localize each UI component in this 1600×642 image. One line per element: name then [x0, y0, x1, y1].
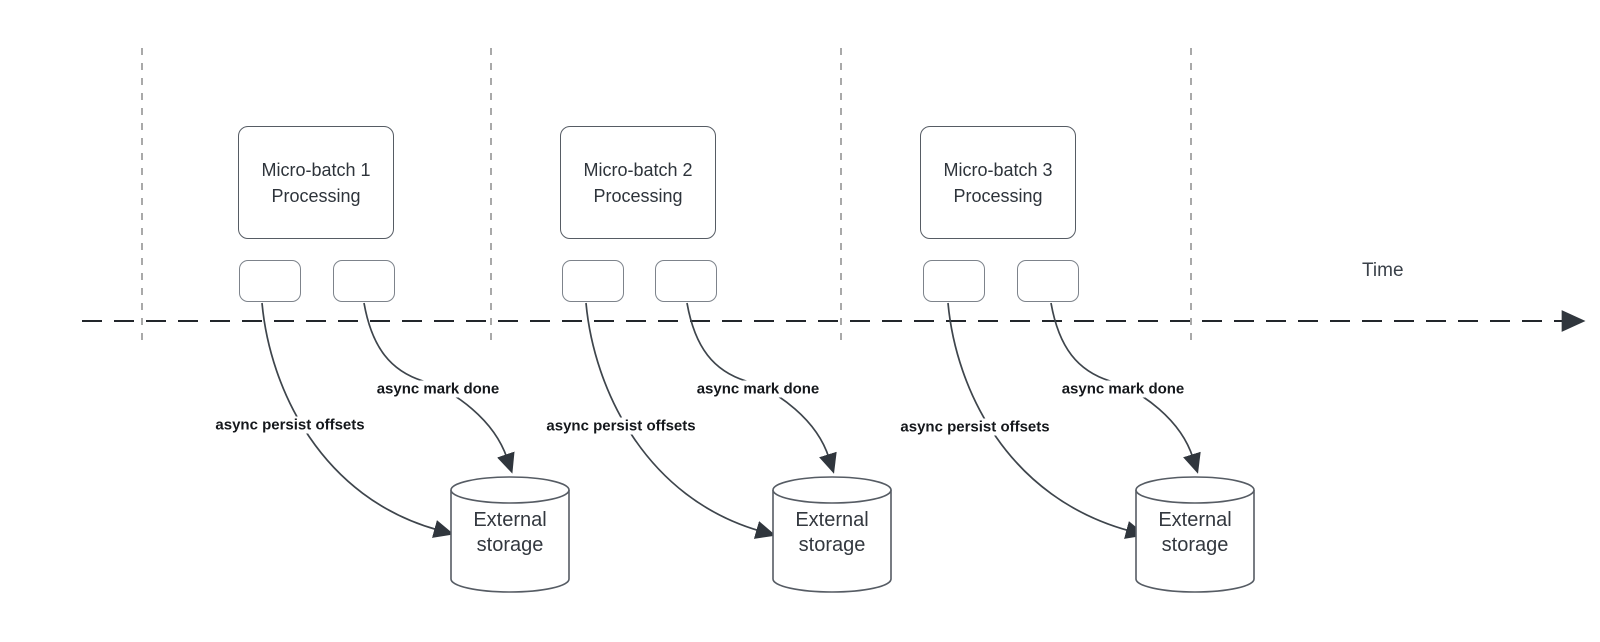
offset-task-box-2 — [562, 260, 624, 302]
external-storage-label-3: External storage — [1158, 509, 1232, 556]
persist-offsets-label-1: async persist offsets — [212, 416, 368, 434]
storage-cylinder-3 — [1135, 476, 1255, 593]
micro-batch-2-label: Micro-batch 2 Processing — [583, 159, 693, 206]
mark-done-label-3: async mark done — [1058, 380, 1188, 398]
commit-task-box-3 — [1017, 260, 1079, 302]
persist-offsets-curve-2 — [585, 302, 776, 539]
offset-task-box-1 — [239, 260, 301, 302]
storage-cylinder-2 — [772, 476, 892, 593]
persist-offsets-label-2: async persist offsets — [543, 417, 699, 435]
external-storage-label-1: External storage — [473, 509, 547, 556]
micro-batch-3-label: Micro-batch 3 Processing — [943, 159, 1053, 206]
commit-task-box-2 — [655, 260, 717, 302]
micro-batch-1-box: Micro-batch 1 Processing — [238, 126, 394, 239]
micro-batch-2-box: Micro-batch 2 Processing — [560, 126, 716, 239]
persist-offsets-curve-1 — [261, 302, 454, 538]
time-axis-label: Time — [1362, 260, 1404, 281]
mark-done-label-2: async mark done — [693, 380, 823, 398]
mark-done-label-1: async mark done — [373, 380, 503, 398]
offset-task-box-3 — [923, 260, 985, 302]
micro-batch-1-label: Micro-batch 1 Processing — [261, 159, 371, 206]
storage-cylinder-1 — [450, 476, 570, 593]
external-storage-label-2: External storage — [795, 509, 869, 556]
persist-offsets-label-3: async persist offsets — [897, 418, 1053, 436]
micro-batch-3-box: Micro-batch 3 Processing — [920, 126, 1076, 239]
persist-offsets-curve-3 — [947, 302, 1146, 539]
commit-task-box-1 — [333, 260, 395, 302]
